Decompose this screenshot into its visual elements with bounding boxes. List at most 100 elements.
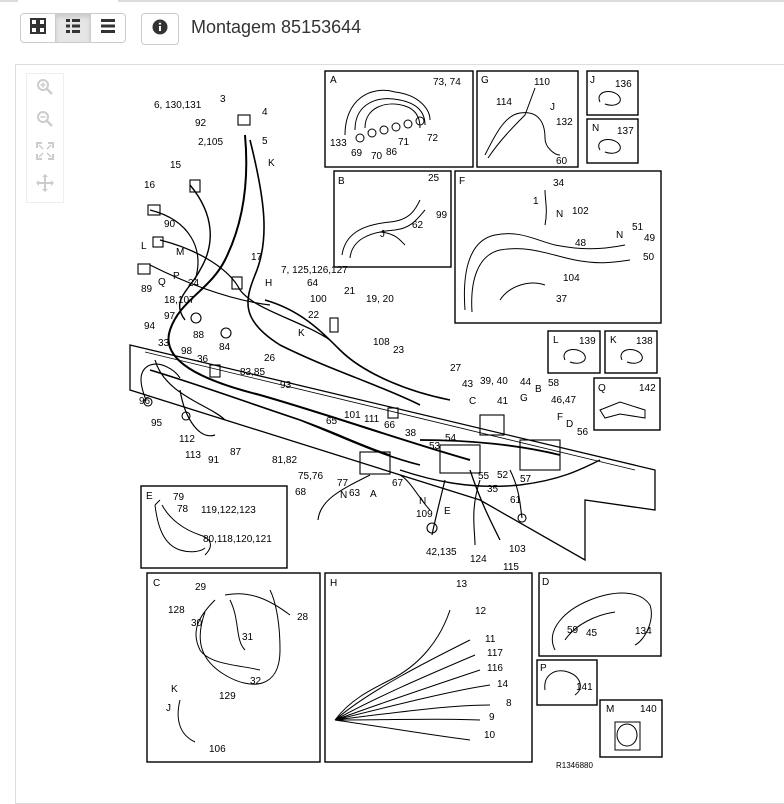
info-button[interactable] bbox=[141, 13, 179, 45]
callout-label: 97 bbox=[164, 311, 176, 322]
callout-label: 53 bbox=[429, 441, 441, 452]
zoom-in-button[interactable] bbox=[27, 74, 63, 105]
list-view-icon bbox=[100, 18, 116, 39]
callout-label: 25 bbox=[428, 173, 440, 184]
callout-label: 18,107 bbox=[164, 295, 195, 306]
callout-label: A bbox=[370, 489, 377, 500]
callout-label: B bbox=[535, 384, 542, 395]
callout-label: 116 bbox=[487, 663, 503, 674]
box-letter: P bbox=[540, 663, 547, 674]
callout-label: 109 bbox=[416, 509, 433, 520]
box-letter: G bbox=[481, 75, 489, 86]
callout-label: 128 bbox=[168, 605, 185, 616]
callout-label: 34 bbox=[553, 178, 565, 189]
callout-label: 55 bbox=[478, 471, 490, 482]
callout-label: 64 bbox=[307, 278, 319, 289]
callout-label: 142 bbox=[639, 383, 656, 394]
fit-screen-icon bbox=[36, 142, 54, 165]
box-letter: D bbox=[542, 577, 549, 588]
callout-label: 11 bbox=[485, 634, 496, 645]
callout-label: 33 bbox=[158, 338, 170, 349]
callout-label: Q bbox=[158, 277, 166, 288]
callout-label: 59 bbox=[567, 625, 579, 636]
drawing-id: R1346880 bbox=[556, 761, 593, 770]
callout-label: 114 bbox=[496, 97, 512, 108]
callout-label: 24 bbox=[188, 278, 200, 289]
callout-label: 2,105 bbox=[198, 137, 223, 148]
callout-label: 10 bbox=[484, 730, 496, 741]
callout-label: 77 bbox=[337, 478, 349, 489]
callout-label: 102 bbox=[572, 206, 589, 217]
callout-label: 52 bbox=[497, 470, 509, 481]
callout-label: 95 bbox=[151, 418, 163, 429]
callout-label: 90 bbox=[164, 219, 176, 230]
callout-label: 73, 74 bbox=[433, 77, 461, 88]
callout-label: 36 bbox=[197, 354, 209, 365]
callout-label: 83,85 bbox=[240, 367, 265, 378]
callout-label: 79 bbox=[173, 492, 185, 503]
callout-label: 4 bbox=[262, 107, 268, 118]
zoom-in-icon bbox=[36, 78, 54, 101]
callout-label: 80,118,120,121 bbox=[203, 534, 272, 545]
callout-label: 139 bbox=[579, 336, 596, 347]
callout-label: 49 bbox=[644, 233, 656, 244]
callout-label: 71 bbox=[398, 137, 410, 148]
callout-label: 42,135 bbox=[426, 547, 457, 558]
callout-label: 19, 20 bbox=[366, 294, 394, 305]
callout-label: 66 bbox=[384, 420, 396, 431]
page-title: Montagem 85153644 bbox=[191, 17, 362, 37]
callout-label: 29 bbox=[195, 582, 207, 593]
zoom-out-button[interactable] bbox=[27, 106, 63, 137]
callout-label: 88 bbox=[193, 330, 205, 341]
callout-label: 17 bbox=[251, 252, 263, 263]
callout-label: 78 bbox=[177, 504, 189, 515]
list-detail-view-icon bbox=[65, 18, 81, 39]
callout-label: 27 bbox=[450, 363, 462, 374]
callout-label: 111 bbox=[364, 414, 380, 425]
callout-label: 5 bbox=[262, 136, 268, 147]
callout-label: J bbox=[166, 703, 171, 714]
callout-label: 132 bbox=[556, 117, 573, 128]
fit-screen-button[interactable] bbox=[27, 138, 63, 169]
callout-label: 137 bbox=[617, 126, 634, 137]
callout-label: 141 bbox=[576, 682, 593, 693]
callout-label: 46,47 bbox=[551, 395, 576, 406]
box-letter: B bbox=[338, 176, 345, 187]
callout-label: N bbox=[556, 209, 563, 220]
callout-label: G bbox=[520, 393, 528, 404]
callout-label: N bbox=[419, 496, 426, 507]
callout-label: 115 bbox=[503, 562, 519, 573]
pan-button[interactable] bbox=[27, 170, 63, 201]
callout-label: 35 bbox=[487, 484, 499, 495]
box-letter: L bbox=[553, 335, 559, 346]
callout-label: 37 bbox=[556, 294, 568, 305]
grid-view-button[interactable] bbox=[20, 13, 56, 43]
callout-label: 9 bbox=[489, 712, 495, 723]
callout-label: 26 bbox=[264, 353, 276, 364]
callout-label: 21 bbox=[344, 286, 356, 297]
callout-label: 45 bbox=[586, 628, 598, 639]
callout-label: 62 bbox=[412, 220, 424, 231]
list-view-button[interactable] bbox=[90, 13, 126, 43]
view-mode-toolbar bbox=[20, 13, 126, 45]
callout-label: 14 bbox=[497, 679, 509, 690]
callout-label: 6, 130,131 bbox=[154, 100, 202, 111]
callout-label: 108 bbox=[373, 337, 390, 348]
callout-label: 89 bbox=[141, 284, 153, 295]
top-divider bbox=[0, 0, 784, 3]
callout-label: K bbox=[298, 328, 305, 339]
box-letter: J bbox=[590, 75, 595, 86]
box-letter: H bbox=[330, 578, 337, 589]
callout-label: 8 bbox=[506, 698, 512, 709]
box-letter: Q bbox=[598, 383, 606, 394]
callout-label: 138 bbox=[636, 336, 653, 347]
callout-label: 54 bbox=[445, 433, 457, 444]
drawing-viewer[interactable] bbox=[15, 64, 784, 804]
callout-label: 134 bbox=[635, 626, 652, 637]
box-letter: K bbox=[610, 335, 617, 346]
callout-label: 44 bbox=[520, 377, 532, 388]
callout-label: 140 bbox=[640, 704, 657, 715]
callout-label: 28 bbox=[297, 612, 309, 623]
callout-label: 13 bbox=[456, 579, 468, 590]
callout-label: 51 bbox=[632, 222, 644, 233]
